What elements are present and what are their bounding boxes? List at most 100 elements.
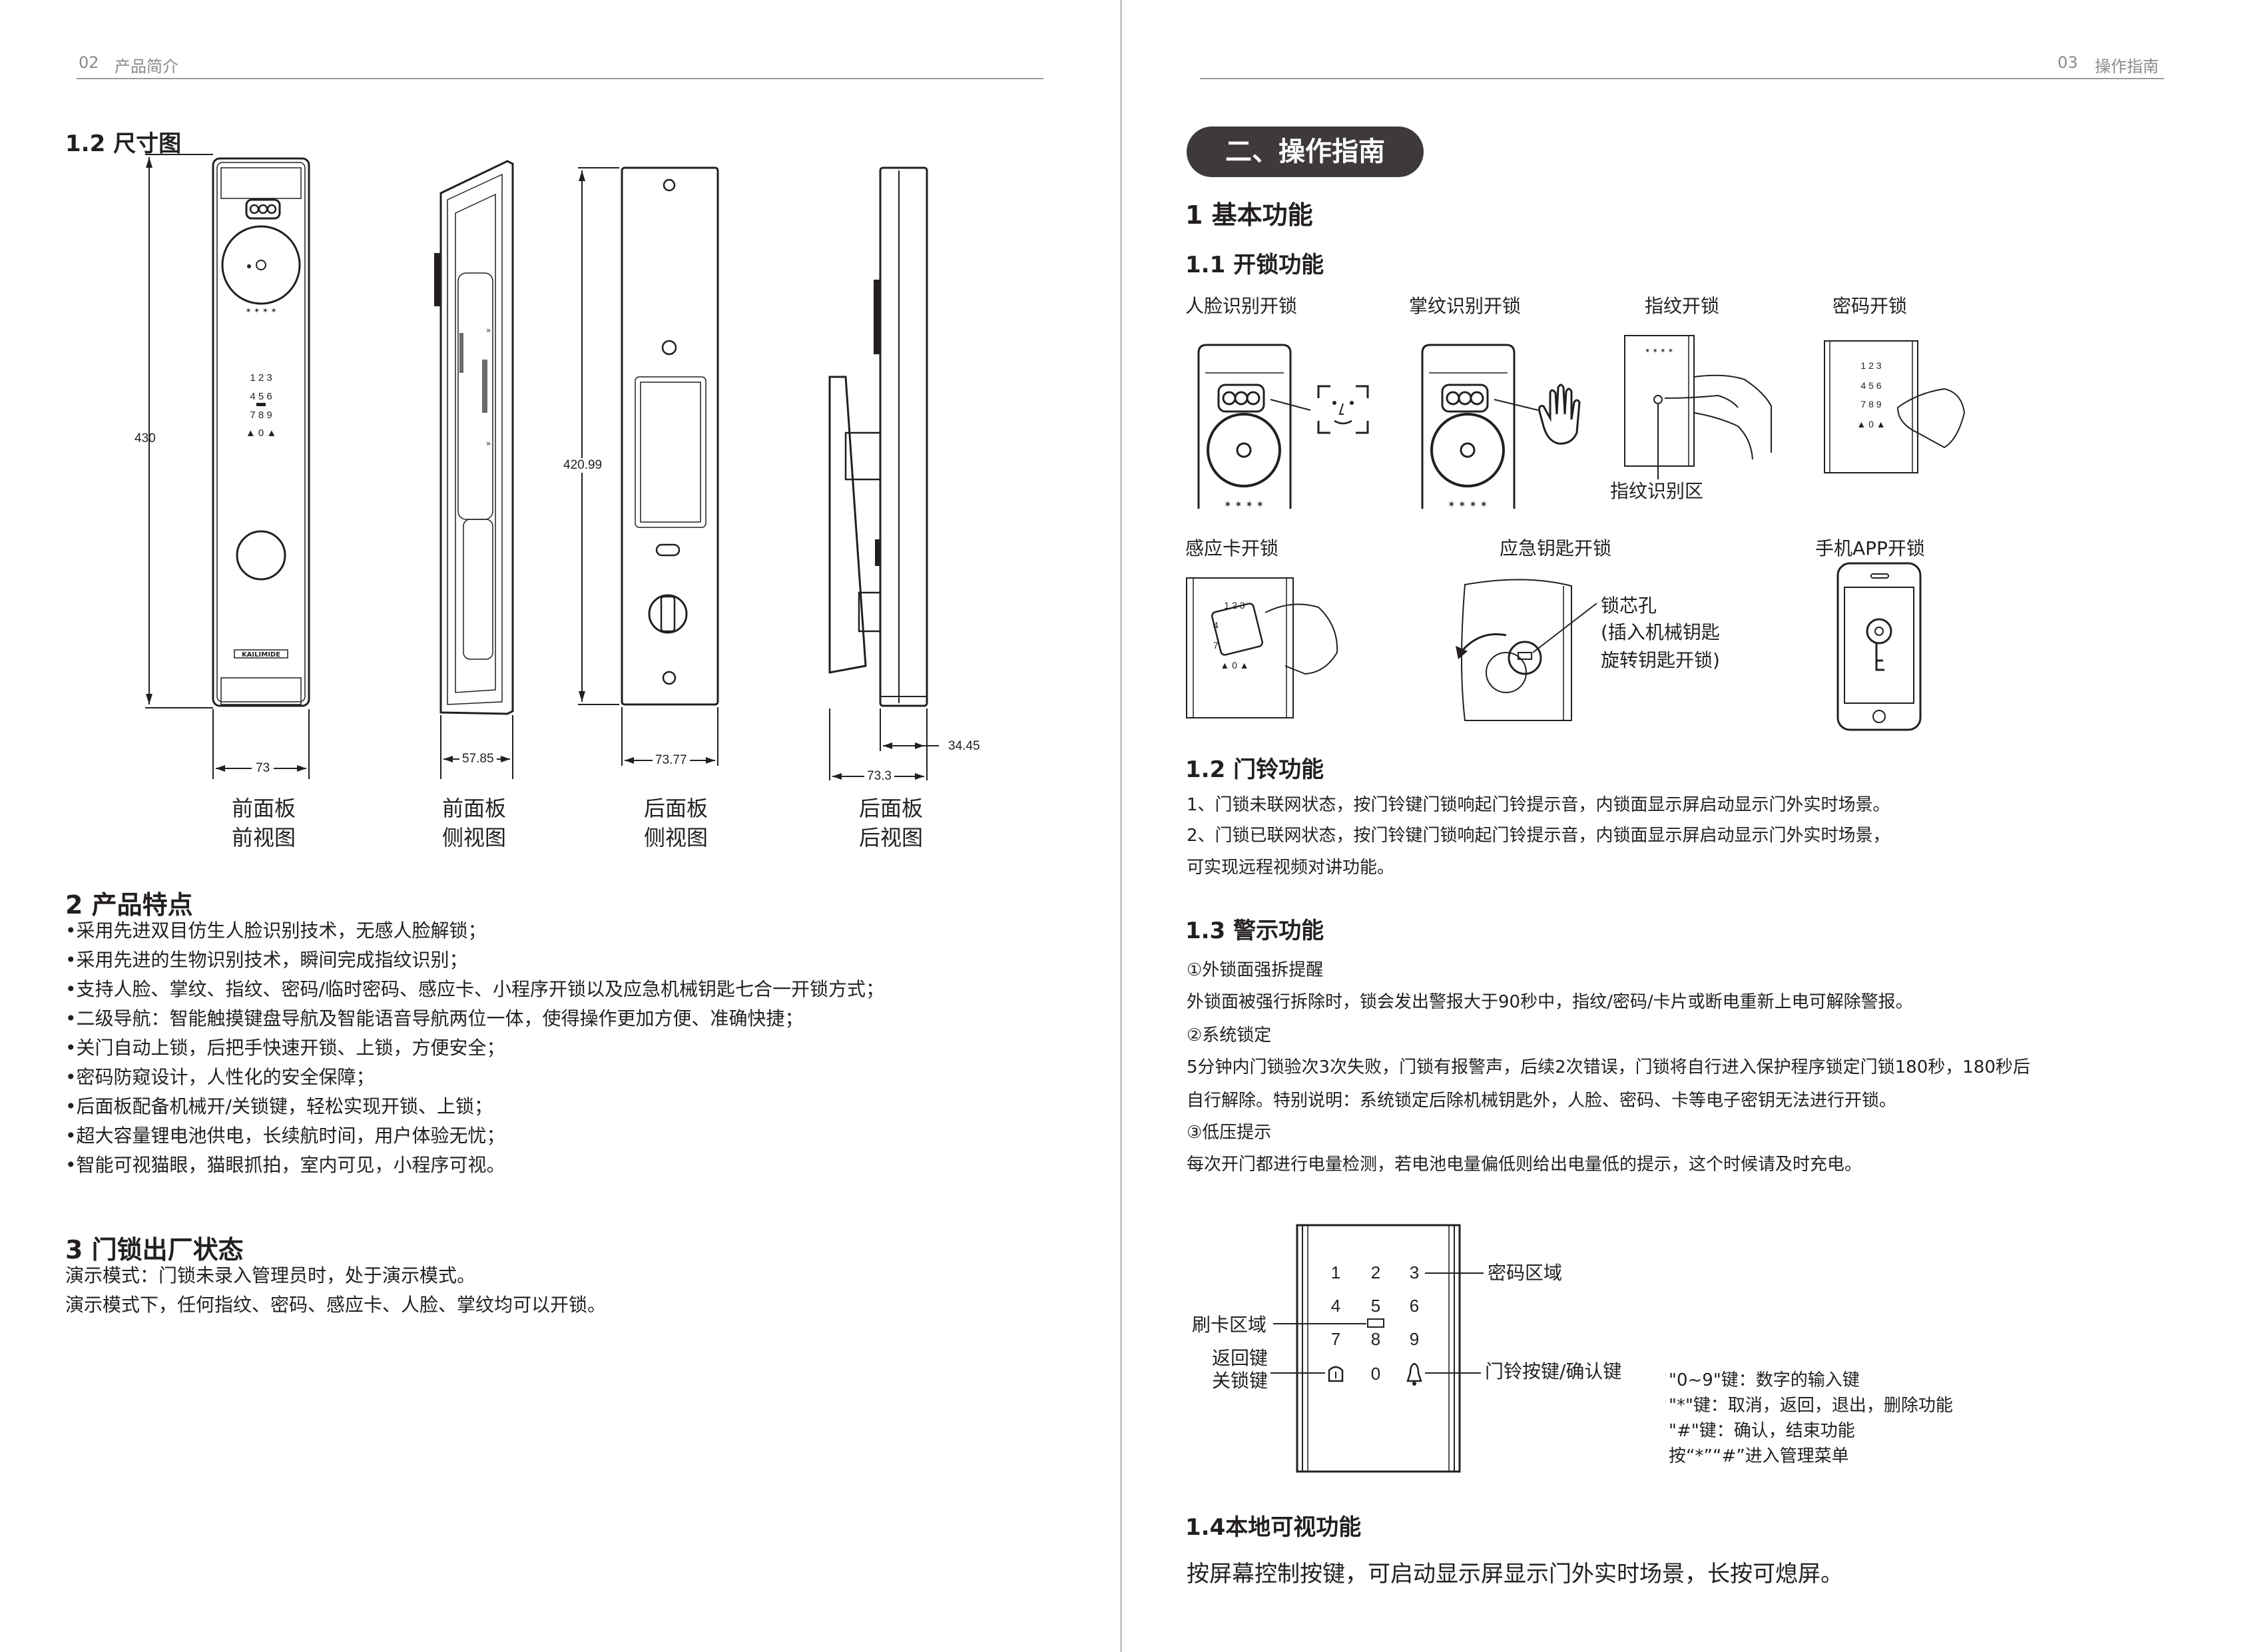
svg-text:7 8 9: 7 8 9 bbox=[1860, 399, 1881, 410]
svg-text:4 5 6: 4 5 6 bbox=[1860, 380, 1881, 391]
section-1-title: 1 基本功能 bbox=[1185, 200, 1313, 230]
dim-width-back: 73.3 bbox=[864, 769, 894, 784]
section-1-1-title: 1.1 开锁功能 bbox=[1185, 252, 1324, 278]
label-fingerprint-area: 指纹识别区 bbox=[1610, 480, 1704, 502]
label-app-unlock: 手机APP开锁 bbox=[1815, 537, 1925, 559]
dim-width-back-side: 73.77 bbox=[653, 753, 690, 768]
label-face-unlock: 人脸识别开锁 bbox=[1185, 295, 1298, 317]
left-header-title: 产品简介 bbox=[115, 57, 178, 76]
keypad-key-9: 9 bbox=[1410, 1329, 1419, 1349]
dim-width-front: 73 bbox=[252, 761, 274, 776]
warning-line-3: ②系统锁定 bbox=[1187, 1025, 1272, 1045]
list-item: •关门自动上锁，后把手快速开锁、上锁，方便安全； bbox=[65, 1037, 505, 1059]
svg-text:▲ 0 ▲: ▲ 0 ▲ bbox=[1856, 419, 1885, 429]
list-item: •超大容量锂电池供电，长续航时间，用户体验无忧； bbox=[65, 1125, 505, 1147]
svg-text:1 2 3: 1 2 3 bbox=[1860, 360, 1881, 371]
svg-text:7 8 9: 7 8 9 bbox=[250, 410, 272, 421]
left-header-rule bbox=[77, 78, 1043, 79]
list-item: •采用先进的生物识别技术，瞬间完成指纹识别； bbox=[65, 949, 468, 971]
section-1-2-title: 1.2 尺寸图 bbox=[65, 131, 182, 157]
label-password-unlock: 密码开锁 bbox=[1832, 295, 1908, 317]
section-1-3-title: 1.3 警示功能 bbox=[1185, 918, 1324, 944]
factory-state-line-2: 演示模式下，任何指纹、密码、感应卡、人脸、掌纹均可以开锁。 bbox=[65, 1294, 607, 1316]
caption-back-rear: 后面板 后视图 bbox=[824, 794, 958, 852]
app-unlock-illustration bbox=[1836, 562, 1922, 731]
caption-front-side: 前面板 侧视图 bbox=[408, 794, 541, 852]
section-1-2-doorbell-title: 1.2 门铃功能 bbox=[1185, 756, 1324, 783]
caption-line: 前面板 bbox=[441, 796, 506, 821]
label-back-key: 返回键 bbox=[1212, 1347, 1268, 1369]
dimension-drawing: ✶ ✶ ✶ ✶ 1 2 3 4 5 6 7 8 9 ▲ 0 ▲ KAILIMID… bbox=[145, 154, 939, 780]
keypad-notes: "0~9"键：数字的输入键 "*"键：取消，返回，退出，删除功能 "#"键：确认… bbox=[1669, 1366, 1953, 1468]
svg-text:7: 7 bbox=[1213, 640, 1219, 651]
section-2-title: 2 产品特点 bbox=[65, 890, 193, 920]
keypad-key-2: 2 bbox=[1371, 1262, 1380, 1282]
section-1-4-title: 1.4本地可视功能 bbox=[1185, 1514, 1362, 1541]
dim-height-front: 430 bbox=[135, 431, 156, 445]
warning-line-6: ③低压提示 bbox=[1187, 1123, 1272, 1143]
palm-unlock-illustration: ✶ ✶ ✶ ✶ bbox=[1421, 344, 1581, 510]
svg-text:✶ ✶ ✶ ✶: ✶ ✶ ✶ ✶ bbox=[1448, 499, 1488, 510]
svg-text:4: 4 bbox=[1213, 620, 1219, 631]
doorbell-line-1: 1、门锁未联网状态，按门铃键门锁响起门铃提示音，内锁面显示屏启动显示门外实时场景… bbox=[1187, 795, 1890, 815]
caption-line: 后视图 bbox=[858, 825, 923, 850]
lock-key-icon bbox=[1328, 1366, 1344, 1382]
warning-line-1: ①外锁面强拆提醒 bbox=[1187, 960, 1324, 980]
warning-line-4: 5分钟内门锁验次3次失败，门锁有报警声，后续2次错误，门锁将自行进入保护程序锁定… bbox=[1187, 1057, 2030, 1077]
svg-text:▲ 0 ▲: ▲ 0 ▲ bbox=[246, 427, 276, 439]
bell-key-icon bbox=[1406, 1362, 1422, 1386]
svg-text:✶ ✶ ✶ ✶: ✶ ✶ ✶ ✶ bbox=[1224, 499, 1264, 510]
doorbell-line-2: 2、门锁已联网状态，按门铃键门锁响起门铃提示音，内锁面显示屏启动显示门外实时场景… bbox=[1187, 826, 1890, 846]
label-lock-key: 关锁键 bbox=[1212, 1370, 1268, 1392]
keypad-key-8: 8 bbox=[1371, 1329, 1380, 1349]
back-panel-rear-view bbox=[828, 166, 939, 780]
chapter-pill: 二、操作指南 bbox=[1187, 127, 1424, 177]
face-unlock-illustration: ✶ ✶ ✶ ✶ bbox=[1197, 344, 1369, 510]
keypad-key-5: 5 bbox=[1371, 1296, 1380, 1316]
list-item: •智能可视猫眼，猫眼抓拍，室内可见，小程序可视。 bbox=[65, 1154, 505, 1176]
keypad-key-1: 1 bbox=[1331, 1262, 1340, 1282]
warning-line-5: 自行解除。特别说明：系统锁定后除机械钥匙外，人脸、密码、卡等电子密钥无法进行开锁… bbox=[1187, 1091, 1897, 1111]
right-header-title: 操作指南 bbox=[2095, 57, 2159, 76]
factory-state-line-1: 演示模式：门锁未录入管理员时，处于演示模式。 bbox=[65, 1264, 476, 1286]
label-palm-unlock: 掌纹识别开锁 bbox=[1409, 295, 1522, 317]
caption-line: 前视图 bbox=[231, 825, 296, 850]
svg-text:»: » bbox=[486, 439, 491, 448]
left-header-page-no: 02 bbox=[79, 53, 99, 72]
caption-line: 后面板 bbox=[643, 796, 708, 821]
label-card-unlock: 感应卡开锁 bbox=[1185, 537, 1279, 559]
fingerprint-unlock-illustration: ✶ ✶ ✶ ✶ bbox=[1624, 335, 1772, 479]
dim-depth-back: 34.45 bbox=[948, 739, 980, 753]
unlock-illustrations: ✶ ✶ ✶ ✶ ✶ ✶ ✶ ✶ ✶ ✶ ✶ ✶ 1 2 3 bbox=[1186, 335, 1966, 731]
warning-line-2: 外锁面被强行拆除时，锁会发出警报大于90秒中，指纹/密码/卡片或断电重新上电可解… bbox=[1187, 992, 1913, 1012]
label-bell-key: 门铃按键/确认键 bbox=[1485, 1360, 1622, 1382]
warning-line-7: 每次开门都进行电量检测，若电池电量偏低则给出电量低的提示，这个时候请及时充电。 bbox=[1187, 1155, 1862, 1175]
keypad-note: 按“*”“#”进入管理菜单 bbox=[1669, 1446, 1849, 1466]
keypad-key-4: 4 bbox=[1331, 1296, 1340, 1316]
list-item: •采用先进双目仿生人脸识别技术，无感人脸解锁； bbox=[65, 920, 487, 942]
svg-text:»: » bbox=[486, 326, 491, 335]
label-keyhole-3: 旋转钥匙开锁) bbox=[1601, 649, 1720, 671]
right-header-rule bbox=[1200, 78, 2164, 79]
svg-text:✶ ✶ ✶ ✶: ✶ ✶ ✶ ✶ bbox=[1645, 348, 1673, 355]
keypad-note: "*"键：取消，返回，退出，删除功能 bbox=[1669, 1396, 1953, 1416]
section-3-title: 3 门锁出厂状态 bbox=[65, 1235, 244, 1264]
key-unlock-illustration bbox=[1456, 579, 1597, 721]
list-item: •二级导航：智能触摸键盘导航及智能语音导航两位一体，使得操作更加方便、准确快捷； bbox=[65, 1007, 804, 1029]
keypad-note: "#"键：确认，结束功能 bbox=[1669, 1421, 1855, 1441]
label-card-area: 刷卡区域 bbox=[1192, 1314, 1267, 1336]
caption-line: 侧视图 bbox=[643, 825, 708, 850]
svg-text:4 5 6: 4 5 6 bbox=[250, 391, 272, 402]
feature-list: •采用先进双目仿生人脸识别技术，无感人脸解锁； •采用先进的生物识别技术，瞬间完… bbox=[65, 922, 884, 1185]
caption-line: 前面板 bbox=[231, 796, 296, 821]
dim-width-side: 57.85 bbox=[459, 752, 497, 766]
keypad-key-7: 7 bbox=[1331, 1329, 1340, 1349]
label-password-area: 密码区域 bbox=[1488, 1262, 1563, 1284]
label-keyhole-2: (插入机械钥匙 bbox=[1601, 621, 1720, 643]
list-item: •密码防窥设计，人性化的安全保障； bbox=[65, 1066, 375, 1088]
card-unlock-illustration: 1 2 3 4 7 ▲ 0 ▲ bbox=[1186, 577, 1338, 718]
right-header-page-no: 03 bbox=[2058, 53, 2078, 72]
password-unlock-illustration: 1 2 3 4 5 6 7 8 9 ▲ 0 ▲ bbox=[1824, 340, 1966, 473]
label-fingerprint-unlock: 指纹开锁 bbox=[1645, 295, 1720, 317]
caption-line: 侧视图 bbox=[441, 825, 506, 850]
